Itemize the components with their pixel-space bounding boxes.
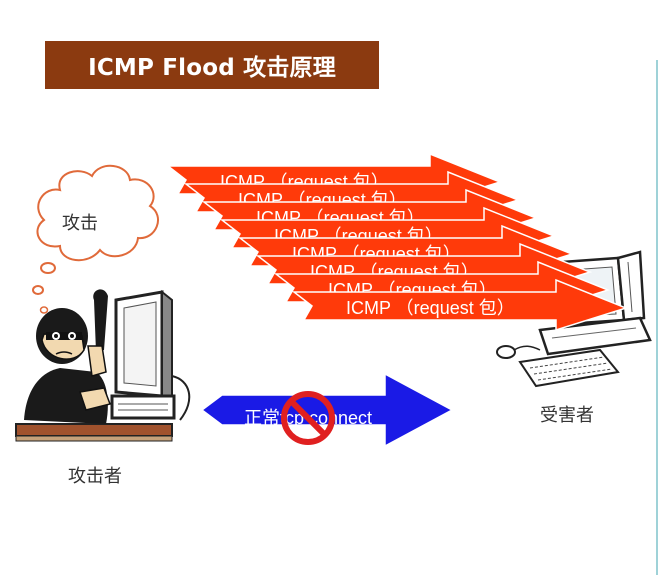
thought-cloud-icon bbox=[32, 165, 159, 314]
slide-edge bbox=[656, 60, 658, 575]
icmp-packet-arrow bbox=[291, 278, 629, 332]
icmp-packet-label: ICMP （request 包） bbox=[346, 298, 515, 318]
thought-text: 攻击 bbox=[62, 213, 98, 234]
prohibit-sign-icon bbox=[281, 391, 335, 445]
attacker-computer-icon bbox=[15, 289, 191, 442]
attacker-figure-icon bbox=[24, 289, 111, 424]
icmp-flood-arrows: ICMP （request 包）ICMP （request 包）ICMP （re… bbox=[165, 152, 629, 332]
victim-label: 受害者 bbox=[540, 405, 594, 426]
attacker-label: 攻击者 bbox=[68, 466, 122, 487]
page-title: ICMP Flood 攻击原理 bbox=[45, 41, 379, 89]
